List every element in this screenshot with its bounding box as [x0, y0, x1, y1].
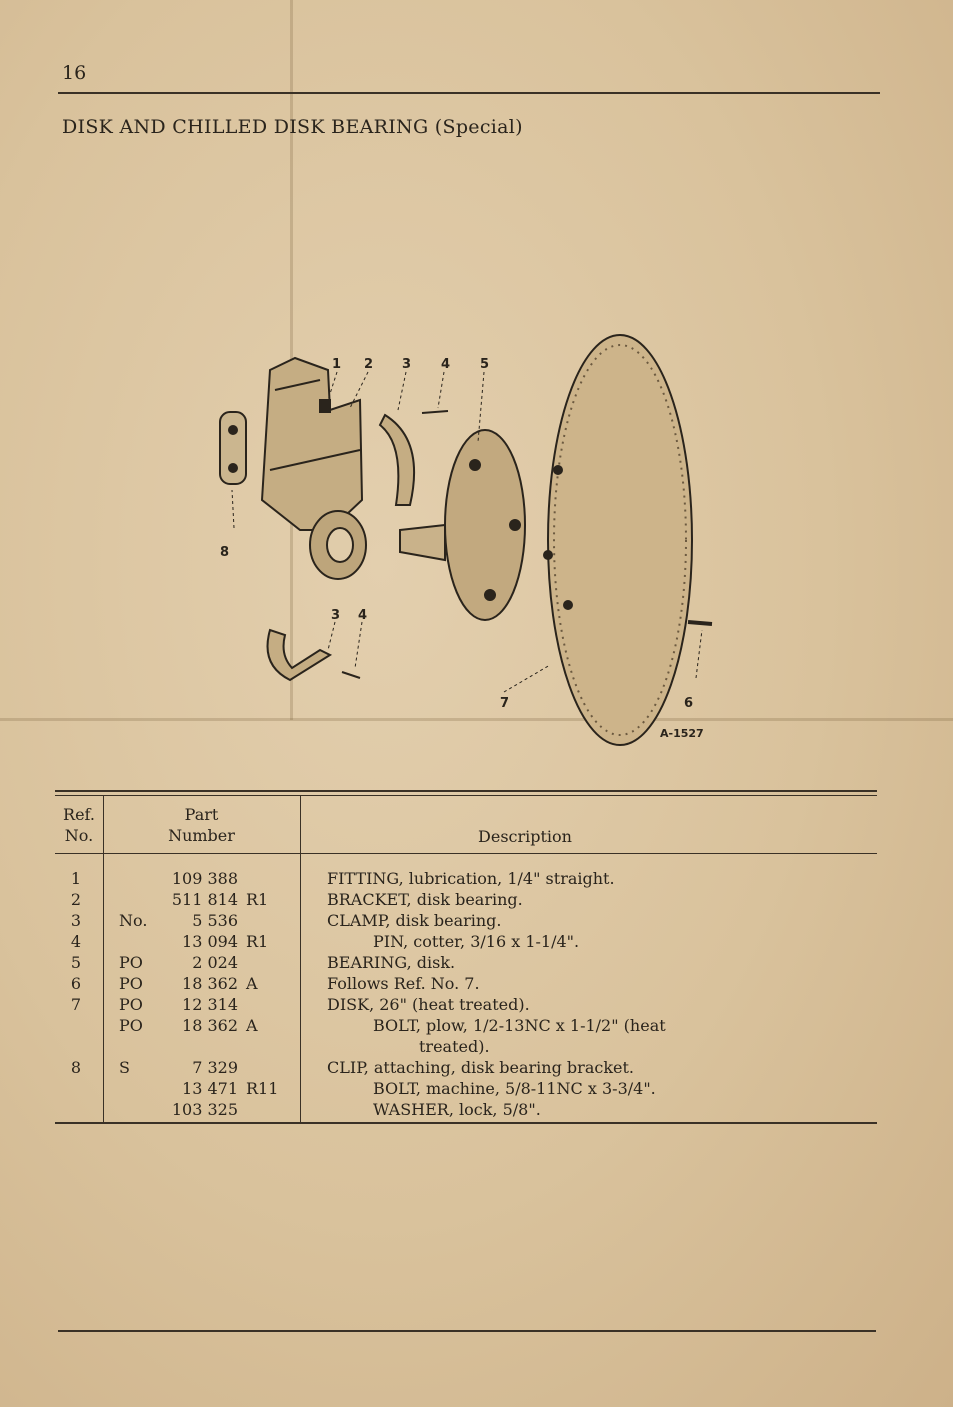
prefix-cell: PO — [119, 974, 143, 993]
description-cell: FITTING, lubrication, 1/4" straight. — [327, 869, 615, 888]
description-cell: treated). — [419, 1037, 490, 1056]
part-number-cell: 12 314 — [182, 995, 238, 1014]
ref-cell: 1 — [70, 869, 82, 888]
ref-cell: 6 — [70, 974, 82, 993]
column-divider — [300, 854, 301, 1122]
page-title: DISK AND CHILLED DISK BEARING (Special) — [62, 116, 523, 138]
parts-table: Ref. No. Part Number Description 1 109 38… — [55, 790, 877, 1124]
description-cell: DISK, 26" (heat treated). — [327, 995, 530, 1014]
prefix-cell: No. — [119, 911, 148, 930]
ref-cell: 8 — [70, 1058, 82, 1077]
description-cell: CLAMP, disk bearing. — [327, 911, 502, 930]
callout-2: 2 — [364, 357, 374, 372]
description-cell: BRACKET, disk bearing. — [327, 890, 523, 909]
part-number-cell: 511 814 — [171, 890, 238, 909]
table-row: 2 511 814 R1 BRACKET, disk bearing. — [55, 889, 877, 910]
table-row: 13 471 R11 BOLT, machine, 5/8-11NC x 3-3/4… — [55, 1078, 877, 1099]
table-row: 103 325 WASHER, lock, 5/8". — [55, 1099, 877, 1120]
prefix-cell: PO — [119, 953, 143, 972]
table-body: 1 109 388 FITTING, lubrication, 1/4" strai… — [55, 854, 877, 1124]
suffix-cell: A — [246, 974, 258, 993]
callout-3-top: 3 — [402, 357, 412, 372]
prefix-cell: S — [119, 1058, 130, 1077]
suffix-cell: R1 — [246, 932, 269, 951]
description-cell: BOLT, plow, 1/2-13NC x 1-1/2" (heat — [373, 1016, 666, 1035]
suffix-cell: A — [246, 1016, 258, 1035]
part-number-cell: 13 094 — [182, 932, 238, 951]
description-cell: PIN, cotter, 3/16 x 1-1/4". — [373, 932, 580, 951]
table-row: PO 18 362 A BOLT, plow, 1/2-13NC x 1-1/2" (… — [55, 1015, 877, 1036]
column-divider — [103, 854, 104, 1122]
table-row: 3 No. 5 536 CLAMP, disk bearing. — [55, 910, 877, 931]
table-row: 6 PO 18 362 A Follows Ref. No. 7. — [55, 973, 877, 994]
paper-crease-horizontal — [0, 718, 953, 721]
callout-7: 7 — [500, 696, 510, 711]
part-number-cell: 18 362 — [182, 1016, 238, 1035]
column-divider — [300, 796, 301, 853]
part-number-cell: 18 362 — [182, 974, 238, 993]
header-description: Description — [478, 827, 572, 846]
prefix-cell: PO — [119, 995, 143, 1014]
part-number-cell: 7 329 — [192, 1058, 238, 1077]
parts-illustration — [219, 334, 713, 746]
figure-code: A-1527 — [660, 727, 704, 740]
table-row: 8 S 7 329 CLIP, attaching, disk bearing bra… — [55, 1057, 877, 1078]
part-number-cell: 103 325 — [171, 1100, 238, 1119]
prefix-cell: PO — [119, 1016, 143, 1035]
column-divider — [103, 796, 104, 853]
callout-5: 5 — [480, 357, 490, 372]
table-row: 4 13 094 R1 PIN, cotter, 3/16 x 1-1/4". — [55, 931, 877, 952]
top-rule — [58, 92, 880, 94]
table-row: treated). — [55, 1036, 877, 1057]
description-cell: WASHER, lock, 5/8". — [373, 1100, 541, 1119]
callout-4-top: 4 — [441, 357, 451, 372]
clip-part — [219, 411, 247, 485]
description-cell: BOLT, machine, 5/8-11NC x 3-3/4". — [373, 1079, 656, 1098]
callout-1: 1 — [332, 357, 342, 372]
part-number-cell: 5 536 — [192, 911, 238, 930]
ref-cell: 5 — [70, 953, 82, 972]
table-row: 5 PO 2 024 BEARING, disk. — [55, 952, 877, 973]
bracket-part — [260, 356, 364, 531]
table-header: Ref. No. Part Number Description — [55, 796, 877, 854]
table-row: 7 PO 12 314 DISK, 26" (heat treated). — [55, 994, 877, 1015]
ref-cell: 3 — [70, 911, 82, 930]
clamp-part-top — [378, 413, 416, 506]
description-cell: CLIP, attaching, disk bearing bracket. — [327, 1058, 634, 1077]
ref-cell: 7 — [70, 995, 82, 1014]
description-cell: Follows Ref. No. 7. — [327, 974, 480, 993]
fitting-part — [319, 399, 331, 413]
ref-cell: 4 — [70, 932, 82, 951]
part-number-cell: 109 388 — [171, 869, 238, 888]
plow-bolt — [687, 620, 713, 626]
table-row: 1 109 388 FITTING, lubrication, 1/4" strai… — [55, 868, 877, 889]
part-number-cell: 13 471 — [182, 1079, 238, 1098]
disk-part — [547, 334, 693, 746]
suffix-cell: R11 — [246, 1079, 279, 1098]
suffix-cell: R1 — [246, 890, 269, 909]
part-number-cell: 2 024 — [192, 953, 238, 972]
header-ref: Ref. No. — [63, 805, 95, 845]
ref-cell: 2 — [70, 890, 82, 909]
callout-8: 8 — [220, 545, 230, 560]
page-number: 16 — [62, 62, 87, 84]
cotter-pin-bottom — [341, 671, 361, 679]
callout-6: 6 — [684, 696, 694, 711]
header-part-number: Part Number — [168, 805, 235, 845]
description-cell: BEARING, disk. — [327, 953, 456, 972]
clamp-part-bottom — [266, 628, 333, 682]
callout-3-bottom: 3 — [331, 608, 341, 623]
bottom-rule — [58, 1330, 876, 1332]
table-top-rule — [55, 790, 877, 796]
bearing-part — [444, 429, 526, 621]
callout-4-bottom: 4 — [358, 608, 368, 623]
cotter-pin-top — [421, 410, 449, 414]
